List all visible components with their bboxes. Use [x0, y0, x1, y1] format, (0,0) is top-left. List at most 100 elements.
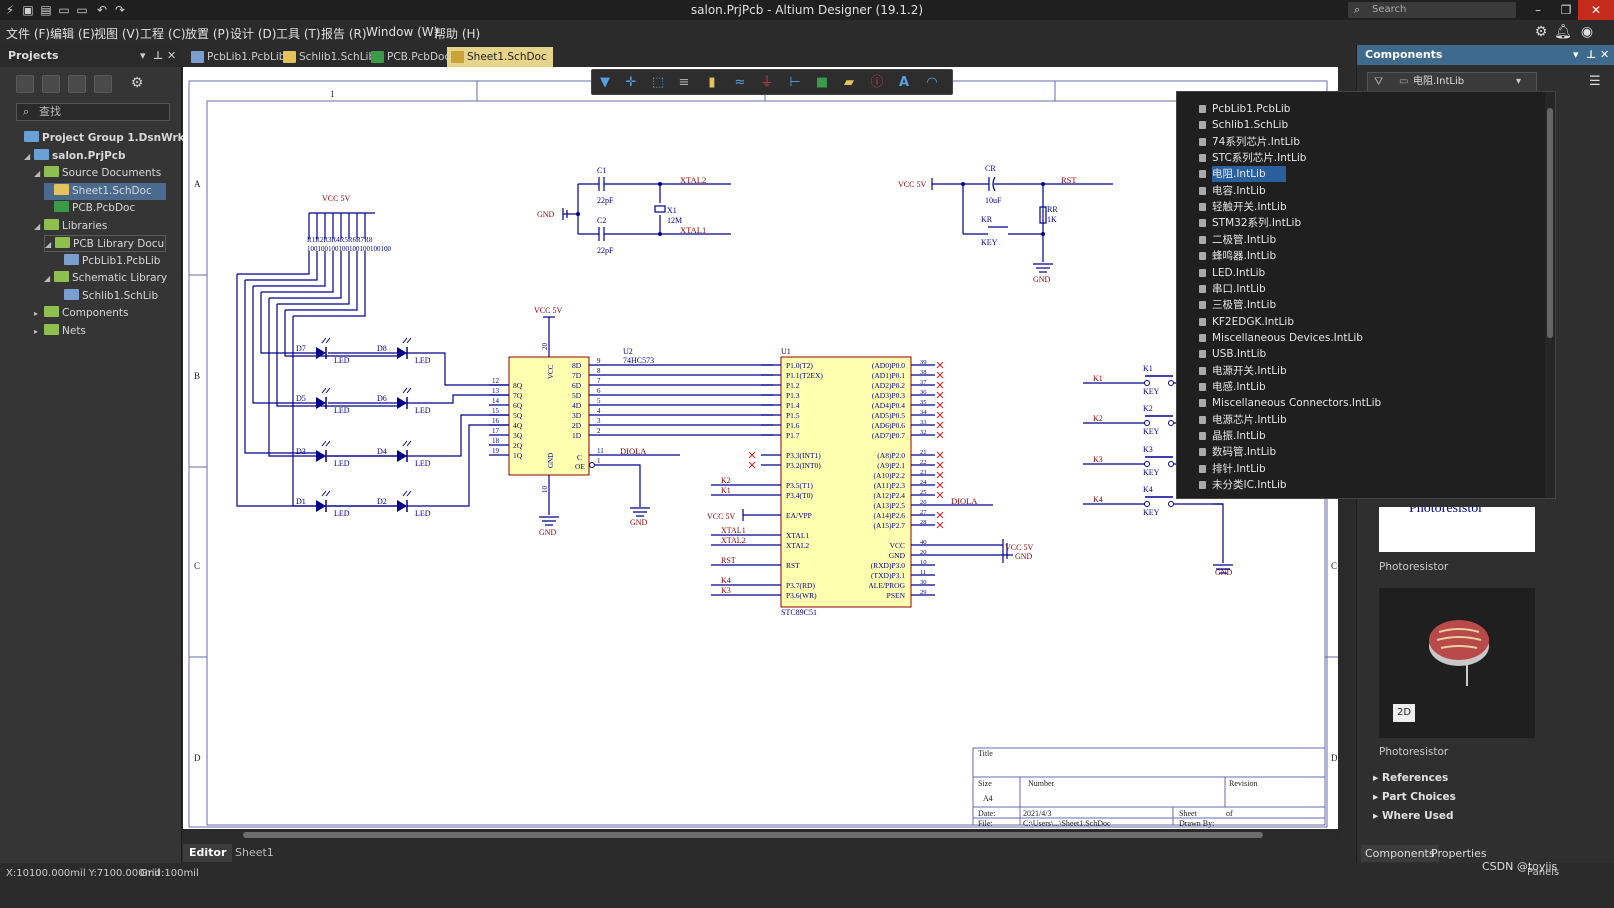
where-used-section[interactable]: ▸ Where Used — [1373, 810, 1454, 822]
tab-schlib[interactable]: Schlib1.SchLib — [279, 47, 381, 67]
tab-properties[interactable]: Properties — [1431, 847, 1487, 860]
filter-icon[interactable]: ▼ — [600, 75, 610, 90]
port-icon[interactable]: ▰ — [844, 75, 854, 90]
component-preview-3d[interactable]: 2D — [1379, 588, 1535, 738]
directive-icon[interactable]: ⓘ — [870, 75, 884, 90]
wire-icon[interactable]: ≈ — [734, 75, 746, 90]
library-item[interactable]: 电源芯片.IntLib — [1199, 412, 1287, 428]
panel-menu-icon[interactable]: ▾ — [140, 49, 146, 62]
menu-edit[interactable]: 编辑 (E) — [50, 27, 95, 41]
library-item[interactable]: LED.IntLib — [1199, 265, 1265, 281]
tree-toggle-icon[interactable]: ▸ — [34, 309, 39, 318]
tree-item[interactable]: ◢PCB Library Docu — [44, 235, 166, 252]
library-item[interactable]: KF2EDGK.IntLib — [1199, 314, 1294, 330]
library-scroll-thumb[interactable] — [1547, 108, 1553, 338]
undo-icon[interactable]: ↶ — [96, 3, 108, 17]
references-section[interactable]: ▸ References — [1373, 772, 1449, 784]
library-item[interactable]: 晶振.IntLib — [1199, 428, 1266, 444]
open-folder-icon[interactable] — [94, 75, 112, 93]
tree-toggle-icon[interactable]: ◢ — [24, 151, 31, 161]
tab-components[interactable]: Components — [1361, 845, 1439, 862]
menu-design[interactable]: 设计 (D) — [230, 27, 277, 41]
part-choices-section[interactable]: ▸ Part Choices — [1373, 791, 1456, 803]
component-preview-symbol[interactable]: Photoresistor — [1379, 507, 1535, 552]
pin-icon[interactable]: ⊥ — [1586, 48, 1597, 61]
tree-item[interactable]: ◢salon.PrjPcb — [24, 148, 166, 165]
tree-item[interactable]: Project Group 1.DsnWrk — [14, 130, 185, 147]
library-item[interactable]: 蜂鸣器.IntLib — [1199, 248, 1276, 264]
menu-project[interactable]: 工程 (C) — [140, 27, 186, 41]
harness-icon[interactable]: ⊢ — [789, 75, 801, 90]
settings-gear-icon[interactable]: ⚙ — [130, 75, 144, 91]
library-item[interactable]: PcbLib1.PcbLib — [1199, 101, 1290, 117]
view-2d-badge[interactable]: 2D — [1393, 704, 1415, 722]
gear-icon[interactable]: ⚙ — [1534, 24, 1548, 40]
library-item[interactable]: STC系列芯片.IntLib — [1199, 150, 1306, 166]
bell-icon[interactable]: 🔔︎ — [1554, 24, 1572, 40]
tab-pcblib[interactable]: PcbLib1.PcbLib — [187, 47, 291, 67]
tree-toggle-icon[interactable]: ▸ — [34, 326, 39, 336]
library-select[interactable]: ▭ 电阻.IntLib ▾ — [1395, 73, 1525, 91]
menu-window[interactable]: Window (W) — [366, 25, 439, 39]
move-icon[interactable]: ✛ — [625, 75, 637, 90]
tree-item[interactable]: ◢Schematic Library — [44, 270, 167, 287]
save-project-icon[interactable] — [16, 75, 34, 93]
library-item[interactable]: 二极管.IntLib — [1199, 232, 1276, 248]
menu-tools[interactable]: 工具 (T) — [276, 27, 321, 41]
library-dropdown-scrollbar[interactable] — [1545, 92, 1555, 498]
tree-toggle-icon[interactable]: ◢ — [34, 221, 41, 231]
menu-file[interactable]: 文件 (F) — [6, 27, 51, 41]
redo-icon[interactable]: ↷ — [114, 3, 126, 17]
tree-item[interactable]: PcbLib1.PcbLib — [54, 253, 166, 270]
open-icon[interactable]: ▭ — [58, 3, 70, 17]
menu-view[interactable]: 视图 (V) — [94, 27, 140, 41]
tab-editor[interactable]: Editor — [183, 844, 233, 862]
close-button[interactable]: ✕ — [1578, 0, 1614, 20]
hscroll-thumb[interactable] — [243, 832, 1263, 838]
library-item[interactable]: USB.IntLib — [1199, 346, 1266, 362]
menu-reports[interactable]: 报告 (R) — [321, 27, 367, 41]
text-icon[interactable]: A — [898, 75, 910, 90]
sheet-symbol-icon[interactable]: ■ — [815, 75, 829, 90]
global-search-input[interactable]: ⌕ Search — [1348, 2, 1516, 18]
restore-button[interactable]: ❐ — [1560, 3, 1572, 17]
tab-pcbdoc[interactable]: PCB.PcbDoc — [367, 47, 456, 67]
user-icon[interactable]: ◉ — [1580, 24, 1594, 40]
align-icon[interactable]: ≡ — [678, 75, 690, 90]
select-icon[interactable]: ⬚ — [651, 75, 665, 90]
menu-help[interactable]: 帮助 (H) — [434, 27, 481, 41]
tree-toggle-icon[interactable]: ◢ — [44, 274, 51, 283]
library-item[interactable]: 数码管.IntLib — [1199, 444, 1276, 460]
tab-sheet1-bottom[interactable]: Sheet1 — [235, 846, 274, 859]
open-project-icon[interactable]: ▭ — [76, 3, 88, 17]
tree-item[interactable]: ▸Components — [34, 305, 166, 322]
pin-icon[interactable]: ⊥ — [153, 49, 164, 62]
place-part-icon[interactable]: ▮ — [708, 75, 716, 90]
horizontal-scrollbar[interactable] — [183, 829, 1338, 841]
tree-item[interactable]: ◢Libraries — [34, 218, 166, 235]
power-port-icon[interactable]: ⏚ — [760, 75, 774, 90]
save-all-icon[interactable]: ▤ — [40, 3, 52, 17]
compile-icon[interactable] — [68, 75, 86, 93]
library-item[interactable]: Schlib1.SchLib — [1199, 117, 1288, 133]
library-item[interactable]: 未分类IC.IntLib — [1199, 477, 1287, 493]
tree-toggle-icon[interactable]: ◢ — [34, 169, 41, 178]
library-item[interactable]: 电阻.IntLib — [1199, 166, 1286, 183]
project-search-input[interactable]: ⌕ 查找 — [16, 103, 170, 121]
save-icon[interactable]: ▣ — [22, 3, 34, 17]
tree-item[interactable]: Sheet1.SchDoc — [44, 182, 166, 200]
hamburger-menu-icon[interactable]: ☰ — [1589, 74, 1601, 89]
library-item[interactable]: 电容.IntLib — [1199, 183, 1266, 199]
menu-place[interactable]: 放置 (P) — [185, 27, 230, 41]
tree-item[interactable]: ▸Nets — [34, 323, 166, 340]
tree-item[interactable]: ◢Source Documents — [34, 165, 166, 182]
library-item[interactable]: 电感.IntLib — [1199, 379, 1266, 395]
project-docs-icon[interactable] — [42, 75, 60, 93]
arc-icon[interactable]: ◠ — [926, 75, 938, 90]
panel-menu-icon[interactable]: ▾ — [1573, 48, 1579, 61]
tree-toggle-icon[interactable]: ◢ — [45, 240, 52, 249]
panel-close-icon[interactable]: ✕ — [1600, 48, 1610, 61]
tree-item[interactable]: Schlib1.SchLib — [54, 288, 166, 305]
schematic-canvas[interactable]: 1 A B C D C D C1 22pF C2 22pF X1 12M — [183, 67, 1338, 829]
